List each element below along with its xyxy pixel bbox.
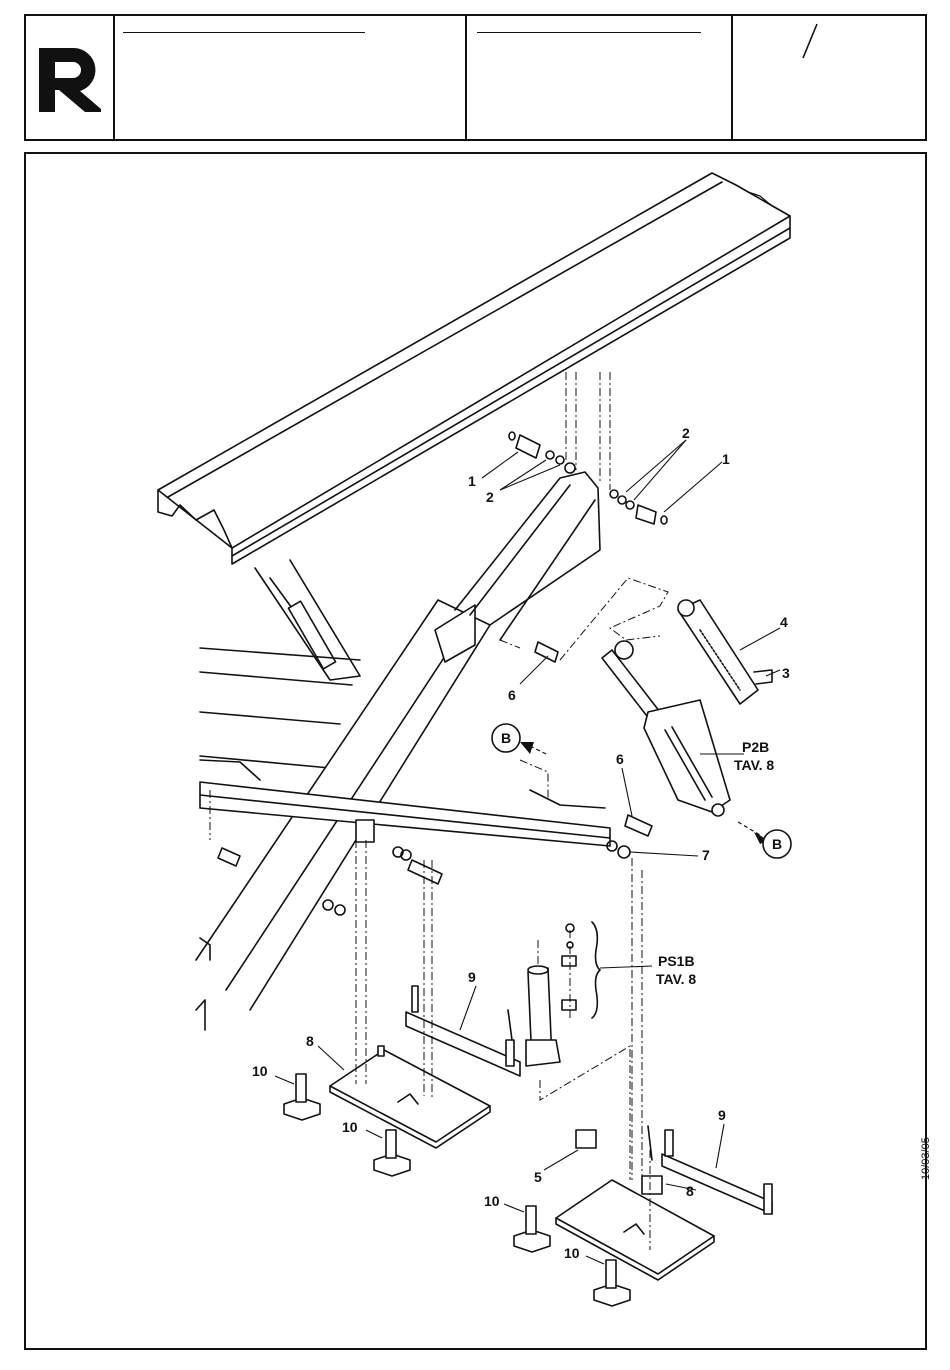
callout-5: 5 [534, 1169, 542, 1185]
callout-1-left: 1 [468, 473, 476, 489]
callout-10-b: 10 [342, 1119, 358, 1135]
callout-9-left: 9 [468, 969, 476, 985]
callout-10-c: 10 [484, 1193, 500, 1209]
document-date: 10/03/05 [920, 1137, 932, 1180]
callout-3: 3 [782, 665, 790, 681]
upper-platform-beam [158, 173, 790, 564]
callout-10-a: 10 [252, 1063, 268, 1079]
hydraulic-cylinder-p2b [602, 641, 730, 816]
label-ps1b-tav: TAV. 8 [656, 971, 696, 987]
callout-2-left: 2 [486, 489, 494, 505]
callout-8-left: 8 [306, 1033, 314, 1049]
label-ps1b: PS1B [658, 953, 695, 969]
label-p2b-tav: TAV. 8 [734, 757, 774, 773]
tie-bar-9-right [648, 1126, 772, 1214]
callout-10-d: 10 [564, 1245, 580, 1261]
reference-b-right: B [772, 836, 782, 852]
callout-6-lower: 6 [616, 751, 624, 767]
cylinder-ps1b [526, 922, 600, 1066]
safety-ratchet-4 [678, 600, 772, 704]
callout-1-right: 1 [722, 451, 730, 467]
reference-b-left: B [501, 730, 511, 746]
callout-9-right: 9 [718, 1107, 726, 1123]
callout-6-upper: 6 [508, 687, 516, 703]
callout-2-right: 2 [682, 425, 690, 441]
base-frame-rails [200, 648, 360, 768]
rear-scissor-arm [255, 560, 360, 680]
label-p2b: P2B [742, 739, 769, 755]
nuts-7 [323, 841, 630, 915]
callout-7: 7 [702, 847, 710, 863]
callout-4: 4 [780, 614, 788, 630]
cross-beam [200, 760, 610, 846]
callout-8-right: 8 [686, 1183, 694, 1199]
tie-bar-9-left [406, 986, 520, 1076]
